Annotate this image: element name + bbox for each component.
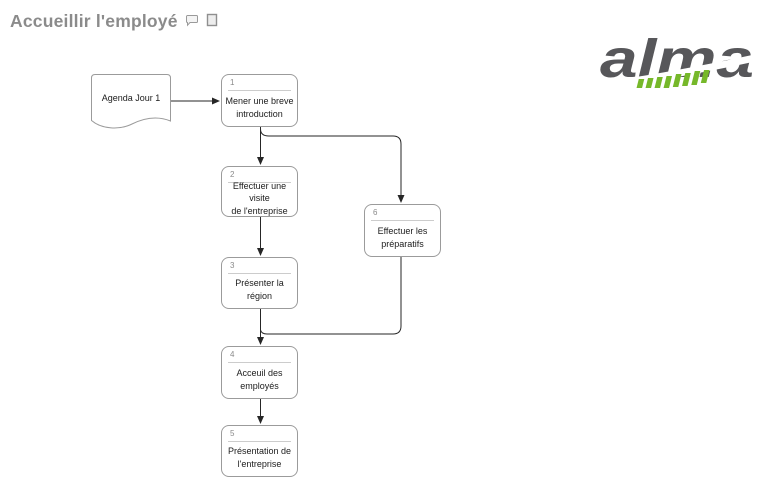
task-label: Effectuer une visite de l'entreprise (231, 180, 288, 216)
task-separator (228, 362, 291, 363)
task-label: Présentation de l'entreprise (227, 446, 292, 469)
task-number: 3 (230, 261, 235, 270)
arrowhead-1-6 (397, 195, 405, 203)
task-node-5[interactable]: 5 Présentation de l'entreprise (221, 425, 298, 477)
logo-swoosh (598, 53, 758, 88)
header: Accueillir l'employé (10, 10, 218, 32)
task-label: Mener une breve introduction (225, 95, 294, 119)
task-node-2[interactable]: 2 Effectuer une visite de l'entreprise (221, 166, 298, 217)
task-node-1[interactable]: 1 Mener une breve introduction (221, 74, 298, 127)
arrowhead-4-5 (257, 416, 264, 424)
task-node-4[interactable]: 4 Acceuil des employés (221, 346, 298, 399)
logo-green-stripes (636, 70, 710, 88)
arrowhead-3-4 (257, 337, 264, 345)
arrowhead-1-2 (257, 157, 264, 165)
task-separator (228, 90, 291, 91)
document-shape[interactable] (91, 74, 172, 132)
page-title: Accueillir l'employé (10, 10, 178, 31)
task-separator (371, 220, 434, 221)
task-number: 2 (230, 170, 235, 179)
task-label: Présenter la région (235, 278, 284, 301)
task-number: 4 (230, 350, 235, 359)
task-separator (228, 273, 291, 274)
arrowhead-2-3 (257, 248, 264, 256)
document-label: Agenda Jour 1 (101, 93, 161, 103)
task-node-6[interactable]: 6 Effectuer les préparatifs (364, 204, 441, 257)
task-number: 1 (230, 78, 235, 87)
arrowhead-document-1 (212, 97, 220, 105)
task-label: Acceuil des employés (236, 367, 283, 391)
task-number: 6 (373, 208, 378, 217)
task-node-3[interactable]: 3 Présenter la région (221, 257, 298, 309)
note-icon[interactable] (206, 13, 218, 32)
task-label: Effectuer les préparatifs (377, 225, 428, 249)
comment-icon[interactable] (185, 13, 199, 32)
task-separator (228, 182, 291, 183)
alma-logo: alma (598, 30, 758, 88)
task-separator (228, 441, 291, 442)
task-number: 5 (230, 429, 235, 438)
